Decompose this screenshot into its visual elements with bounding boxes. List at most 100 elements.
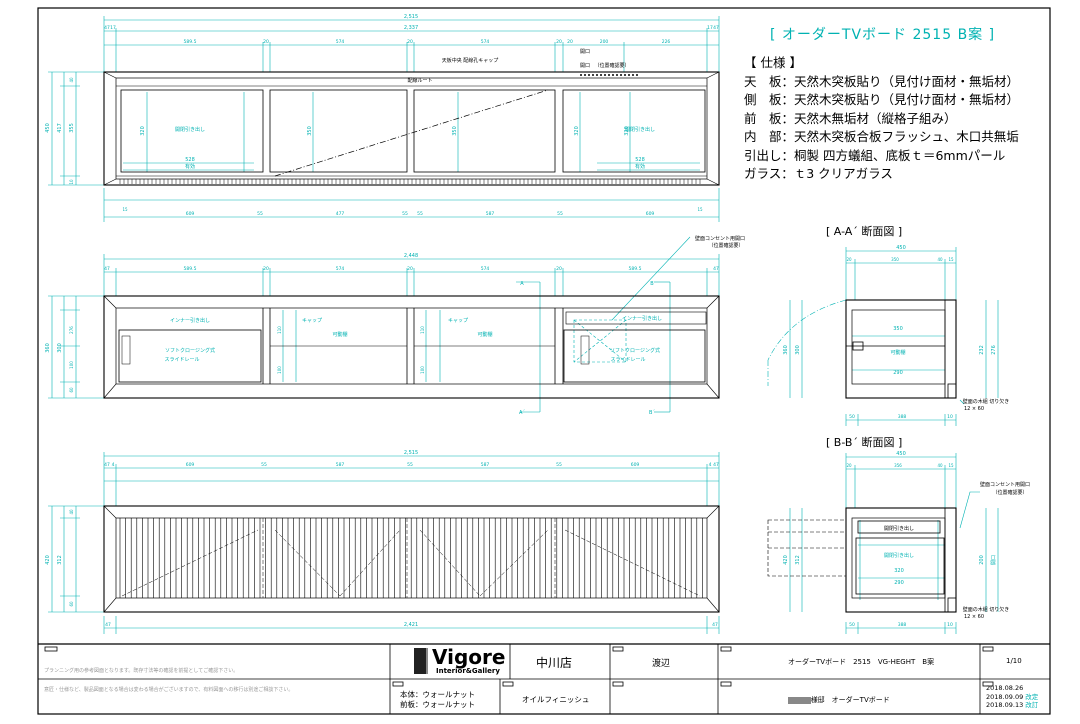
dimension-label: 587 — [486, 211, 495, 217]
dimension-label: 200 — [979, 555, 985, 565]
date-1: 2018.08.26 — [986, 684, 1024, 692]
front-view-outline — [103, 295, 720, 399]
dimension-label: 388 — [898, 414, 907, 420]
dimension-label: 290 — [894, 580, 904, 586]
dimension-label: 276 — [69, 326, 74, 334]
dimension-label: 360 — [45, 343, 51, 353]
back-view — [48, 452, 720, 634]
dimension-label: 壁面の木組 切り欠き — [963, 398, 1010, 405]
spec-line: 側 板：天然木突板貼り（見付け面材・無垢材） — [744, 92, 1020, 107]
dimension-label: 55 — [257, 211, 263, 217]
date-tag-3: 改訂 — [1025, 701, 1039, 709]
dimension-label: 2,337 — [404, 25, 418, 31]
dimension-label: 420 — [783, 555, 789, 565]
dimension-label: 有効 — [185, 163, 195, 170]
dimension-label: スライドレール — [164, 357, 199, 363]
dimension-label: スライドレール — [610, 357, 645, 363]
dimension-label: 配線ルート — [407, 77, 432, 84]
dimension-label: 200 — [600, 39, 609, 45]
dimension-label: （位置確認要） — [594, 62, 629, 69]
dimension-label: 312 — [57, 555, 63, 565]
logo-sub: Interior&Gallery — [436, 667, 500, 675]
section-bb-outline — [767, 507, 957, 613]
tb-note-1: プランニング用の参考図面となります。既存寸法等の確認を前提としてご確認下さい。 — [44, 668, 239, 674]
dimension-label: 55 — [402, 211, 408, 217]
top-view-outline — [103, 71, 720, 186]
dimension-label: ソフトクロージング式 — [165, 347, 215, 354]
sheet-border — [37, 7, 1051, 715]
dimension-label: 47 — [713, 266, 719, 272]
spec-line: 前 板：天然木無垢材（縦格子組み） — [744, 110, 957, 126]
top-view-grille — [119, 179, 701, 184]
dimension-label: 350 — [893, 326, 903, 332]
dimension-label: 可動棚 — [890, 349, 905, 356]
front-view — [48, 236, 720, 413]
drawing-name: オーダーTVボード 2515 VG-HEGHT B案 — [788, 658, 935, 666]
dimension-label: 20 — [846, 257, 852, 262]
date-tag-2: 改定 — [1025, 692, 1039, 701]
dimension-label: 350 — [307, 126, 313, 136]
dimension-label: 60 — [69, 601, 74, 607]
dimension-label: 587 — [336, 462, 345, 468]
dimension-label: 589.5 — [184, 266, 197, 272]
dimension-label: 589.5 — [629, 266, 642, 272]
spec-heading: 【 仕様 】 — [744, 55, 802, 70]
dimension-label: 350 — [452, 126, 458, 136]
dimension-label: 10 — [69, 179, 74, 185]
dimension-label: （位置確認要） — [992, 489, 1027, 496]
dimension-label: 15 — [122, 207, 128, 212]
spec-block: 【 仕様 】 天 板：天然木突板貼り（見付け面材・無垢材） 側 板：天然木突板貼… — [744, 54, 1019, 184]
dimension-label: B´ — [649, 410, 655, 416]
material-front: 前板：ウォールナット — [400, 700, 475, 709]
dimension-label: 50 — [849, 414, 855, 420]
dimension-label: 50 — [849, 622, 855, 628]
dimension-label: 2,515 — [404, 450, 418, 456]
dimension-label: 47 — [713, 462, 719, 468]
dimension-label: 609 — [186, 462, 195, 468]
dimension-label: 壁面の木組 切り欠き — [963, 606, 1010, 613]
dimension-label: 47 — [104, 462, 110, 468]
title-block — [38, 643, 1050, 714]
back-view-hidden — [121, 518, 701, 598]
dimension-label: A — [520, 281, 524, 287]
dimension-label: 450 — [896, 245, 906, 251]
client-text: 様邸 オーダーTVボード — [810, 696, 890, 704]
dimension-label: 4 — [709, 462, 712, 468]
dimension-label: 450 — [45, 123, 51, 133]
dimension-label: 開口 — [580, 63, 590, 69]
dimension-label: 4 — [112, 462, 115, 468]
dimension-label: 15 — [697, 207, 703, 212]
spec-line: 天 板：天然木突板貼り（見付け面材・無垢材） — [744, 73, 1020, 89]
section-aa-outline — [845, 299, 957, 399]
dimension-label: 110 — [277, 326, 282, 334]
dimension-label: 20 — [846, 463, 852, 468]
dimension-label: 47 — [713, 25, 719, 31]
dimension-label: 55 — [407, 462, 413, 468]
dimension-label: 356 — [894, 463, 902, 468]
dimension-label: 有効 — [635, 163, 645, 170]
dimension-label: 100 — [420, 366, 425, 374]
dimension-label: 574 — [481, 266, 490, 272]
dimension-label: 2,421 — [404, 622, 418, 628]
dimension-label: 110 — [420, 326, 425, 334]
dimension-label: 320 — [574, 126, 580, 136]
section-bb — [789, 453, 999, 634]
dimension-label: 天板中央 配線孔キャップ — [442, 57, 499, 64]
dimension-label: 開閉引き出し — [884, 552, 914, 559]
dimension-label: B — [650, 281, 654, 287]
tb-note-2: 意匠・仕様など、製品図面となる場合は変わる場合がございますので、有料図面への移行… — [44, 687, 294, 693]
dimension-label: 2,515 — [404, 14, 418, 20]
dimension-label: 350 — [891, 257, 899, 262]
dimension-label: 574 — [481, 39, 490, 45]
client: ■■■■様邸 オーダーTVボード — [788, 696, 890, 704]
dimension-label: 40 — [937, 257, 943, 262]
finish: オイルフィニッシュ — [522, 695, 590, 704]
dimension-label: 355 — [69, 123, 75, 133]
dimension-label: 528 — [635, 157, 645, 163]
logo-main: Vigore — [432, 645, 506, 669]
dimension-label: 574 — [336, 266, 345, 272]
dimension-label: 320 — [624, 126, 630, 136]
dimension-label: 100 — [69, 361, 74, 369]
